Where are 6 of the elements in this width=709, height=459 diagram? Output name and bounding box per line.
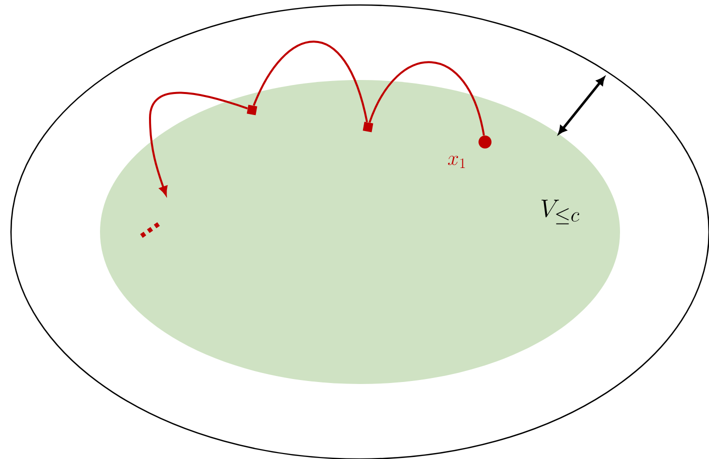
trajectory-arrow (149, 92, 248, 196)
step-marker (362, 122, 374, 132)
step-marker (246, 104, 258, 116)
point-label: $x_1$ (448, 156, 465, 168)
start-dot (478, 136, 492, 148)
ellipsis: ... (140, 222, 160, 238)
